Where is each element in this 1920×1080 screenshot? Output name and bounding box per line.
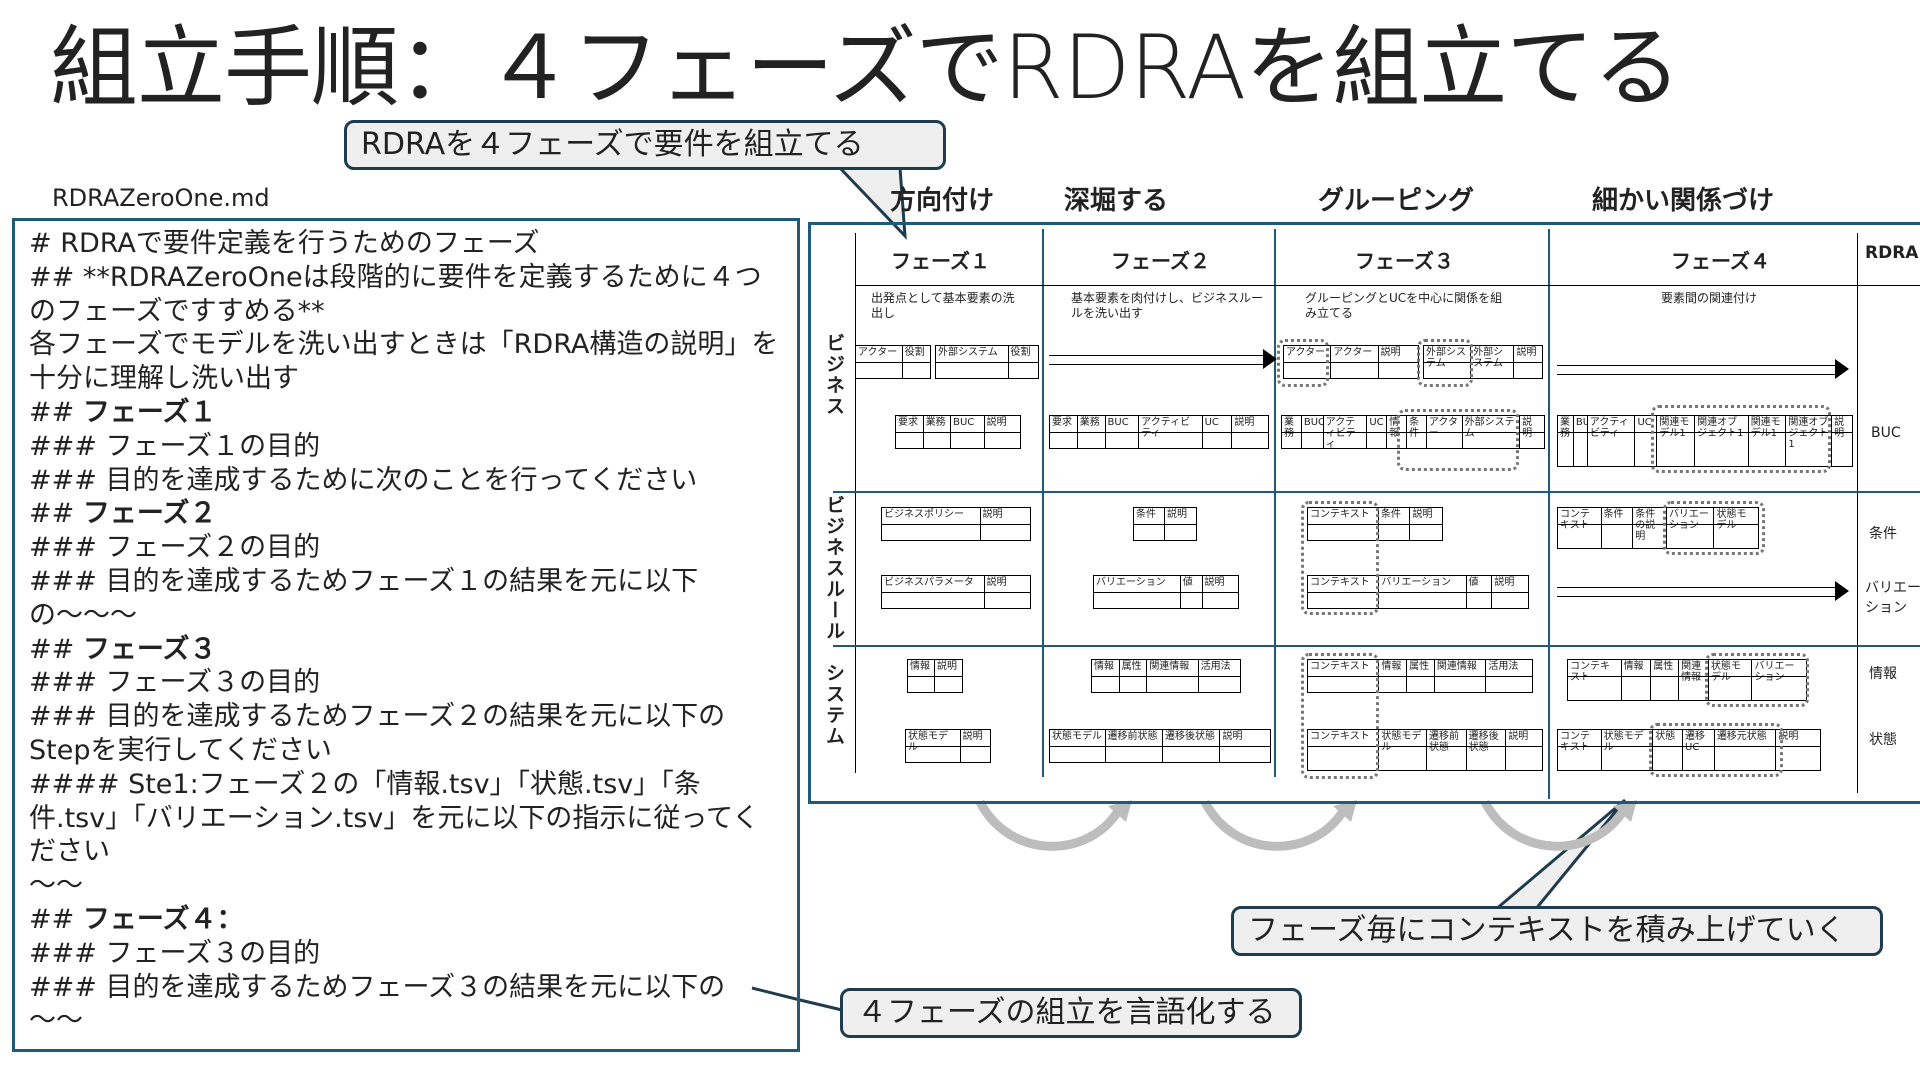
highlight-group (1705, 653, 1809, 707)
column-divider (1042, 229, 1044, 777)
md-line: ### フェーズ３の目的 (29, 667, 321, 699)
curve-arrow-2 (1201, 799, 1349, 851)
table-p3-external-system: 外部システム外部システム説明 (1423, 345, 1543, 379)
right-label-variation: バリエーション (1865, 580, 1920, 616)
markdown-content-box: # RDRAで要件定義を行うためのフェーズ ## **RDRAZeroOneは段… (12, 218, 800, 1052)
md-line: ## フェーズ２ (29, 498, 217, 530)
md-line: ## フェーズ１ (29, 396, 217, 428)
md-line: ### 目的を達成するためフェーズ３の結果を元に以下の (29, 971, 726, 1003)
header-divider (855, 285, 1920, 286)
md-line: ### フェーズ２の目的 (29, 532, 321, 564)
table-p1-policy: ビジネスポリシー説明 (881, 507, 1031, 541)
table-p1-external-system: 外部システム役割 (935, 345, 1039, 379)
phase2-note: 基本要素を肉付けし、ビジネスルールを洗い出す (1071, 291, 1264, 320)
table-p2-state: 状態モデル遷移前状態遷移後状態説明 (1049, 729, 1271, 763)
phase-diagram: フェーズ１ フェーズ２ フェーズ３ フェーズ４ RDRA ビジネス ビジネスルー… (808, 222, 1920, 804)
table-p3-context-variation: コンテキストバリエーション値説明 (1307, 575, 1529, 609)
context-callout-pointer (1490, 798, 1627, 912)
md-line: 〜〜 (29, 1005, 83, 1037)
phase-heading-3: グルーピング (1318, 186, 1475, 216)
right-arrow (1557, 359, 1849, 379)
highlight-group (1417, 339, 1473, 387)
md-line: #### Ste1:フェーズ２の「情報.tsv」「状態.tsv」「条件.tsv」… (29, 768, 760, 868)
curve-arrow-head-3 (1613, 800, 1637, 822)
md-line: ### 目的を達成するためフェーズ１の結果を元に以下の〜〜〜 (29, 565, 699, 631)
highlight-group (1649, 723, 1783, 777)
table-p1-state: 状態モデル説明 (905, 729, 991, 763)
row-label-system: システム (823, 663, 845, 747)
md-line: ## **RDRAZeroOneは段階的に要件を定義するために４つのフェーズです… (29, 261, 762, 327)
right-label-info: 情報 (1869, 666, 1897, 682)
phase1-note: 出発点として基本要素の洗出し (871, 291, 1015, 320)
callout-verbalize: ４フェーズの組立を言語化する (840, 988, 1302, 1038)
curve-arrow-1 (976, 799, 1124, 851)
table-p1-actor: アクター役割 (855, 345, 931, 379)
md-line: ### 目的を達成するためフェーズ２の結果を元に以下のStepを実行してください (29, 701, 726, 766)
rdra-column-divider (1857, 233, 1858, 793)
row-label-business-rule: ビジネスルール (823, 495, 845, 642)
highlight-group (1397, 409, 1519, 471)
table-p2-variation: バリエーション値説明 (1093, 575, 1239, 609)
highlight-group (1277, 339, 1329, 387)
row-divider (833, 491, 1920, 493)
callout-context-stacking: フェーズ毎にコンテキストを積み上げていく (1231, 906, 1883, 956)
md-line: ### フェーズ３の目的 (29, 937, 321, 969)
slide-title: 組立手順：４フェーズでRDRAを組立てる (50, 16, 1681, 119)
row-label-divider (855, 233, 856, 773)
table-p3-actor: アクターアクター説明 (1283, 345, 1419, 379)
phase-label-4: フェーズ４ (1671, 249, 1770, 273)
md-line: ## フェーズ３ (29, 633, 217, 665)
phase3-note: グルーピングとUCを中心に関係を組み立てる (1305, 291, 1503, 320)
md-line: ### フェーズ１の目的 (29, 430, 321, 462)
md-line: # RDRAで要件定義を行うためのフェーズ (29, 228, 540, 259)
phase4-note: 要素間の関連付け (1661, 291, 1758, 305)
row-divider (833, 645, 1920, 647)
phase-heading-4: 細かい関係づけ (1592, 186, 1775, 216)
highlight-group (1301, 501, 1379, 615)
highlight-group (1663, 501, 1765, 555)
phase-heading-1: 方向付け (890, 186, 995, 216)
table-p3-context-info: コンテキスト情報属性関連情報活用法 (1307, 659, 1533, 693)
md-line: ## フェーズ４： (29, 903, 244, 935)
phase-label-1: フェーズ１ (891, 249, 990, 273)
highlight-group (1301, 653, 1379, 779)
highlight-group (1651, 405, 1831, 473)
right-arrow (1557, 581, 1849, 601)
table-p2-condition: 条件説明 (1133, 507, 1197, 541)
phase-label-3: フェーズ３ (1355, 249, 1454, 273)
column-divider (1274, 229, 1276, 777)
callout-rdra-four-phases: RDRAを４フェーズで要件を組立てる (344, 120, 946, 170)
md-line: ### 目的を達成するために次のことを行ってください (29, 464, 698, 496)
row-label-business: ビジネス (823, 333, 845, 417)
column-divider (1548, 229, 1550, 799)
right-label-condition: 条件 (1869, 526, 1897, 542)
right-label-buc: BUC (1871, 425, 1901, 441)
curve-arrow-3 (1481, 799, 1629, 851)
phase-label-2: フェーズ２ (1111, 249, 1210, 273)
table-p3-context-state: コンテキスト状態モデル遷移前状態遷移後状態説明 (1307, 729, 1543, 771)
rdra-label: RDRA (1865, 243, 1919, 263)
verbal-callout-pointer (751, 986, 843, 1012)
phase-heading-2: 深堀する (1064, 186, 1169, 216)
table-p4-condition: コンテキスト条件条件の説明バリエーション状態モデル (1557, 507, 1759, 549)
table-p1-info: 情報説明 (907, 659, 963, 693)
md-line: 〜〜 (29, 870, 83, 902)
table-p4-buc: 業務BUCアクティビティUC関連モデル1関連オブジェクト1関連モデル1関連オブジ… (1557, 415, 1853, 467)
curve-arrow-head-1 (1108, 800, 1132, 822)
table-p1-parameter: ビジネスパラメータ説明 (881, 575, 1031, 609)
markdown-filename: RDRAZeroOne.md (52, 184, 270, 212)
curve-arrow-head-2 (1333, 800, 1357, 822)
table-p4-info: コンテキスト情報属性関連情報状態モデルバリエーション (1567, 659, 1807, 701)
md-line: 各フェーズでモデルを洗い出すときは「RDRA構造の説明」を十分に理解し洗い出す (29, 329, 779, 395)
right-arrow (1049, 349, 1277, 369)
table-p2-info: 情報属性関連情報活用法 (1091, 659, 1241, 693)
right-label-state: 状態 (1869, 732, 1897, 748)
